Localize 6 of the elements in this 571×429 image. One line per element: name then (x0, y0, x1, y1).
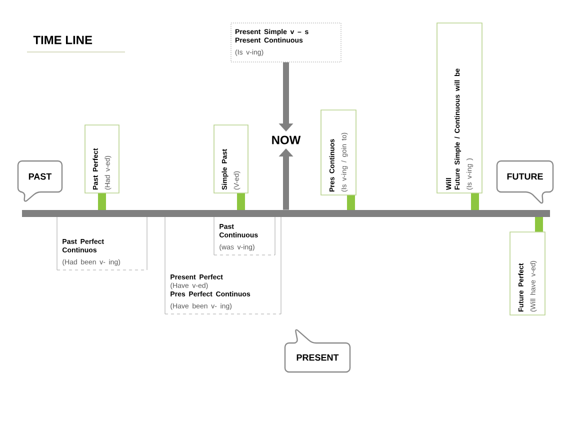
label-text: NOW (272, 136, 301, 144)
speech-bubble: PAST (17, 160, 63, 202)
timeline-bar (22, 210, 550, 217)
speech-bubble: FUTURE (496, 160, 554, 204)
title: TIME LINE (33, 36, 92, 44)
speech-bubble: PRESENT (284, 329, 351, 373)
